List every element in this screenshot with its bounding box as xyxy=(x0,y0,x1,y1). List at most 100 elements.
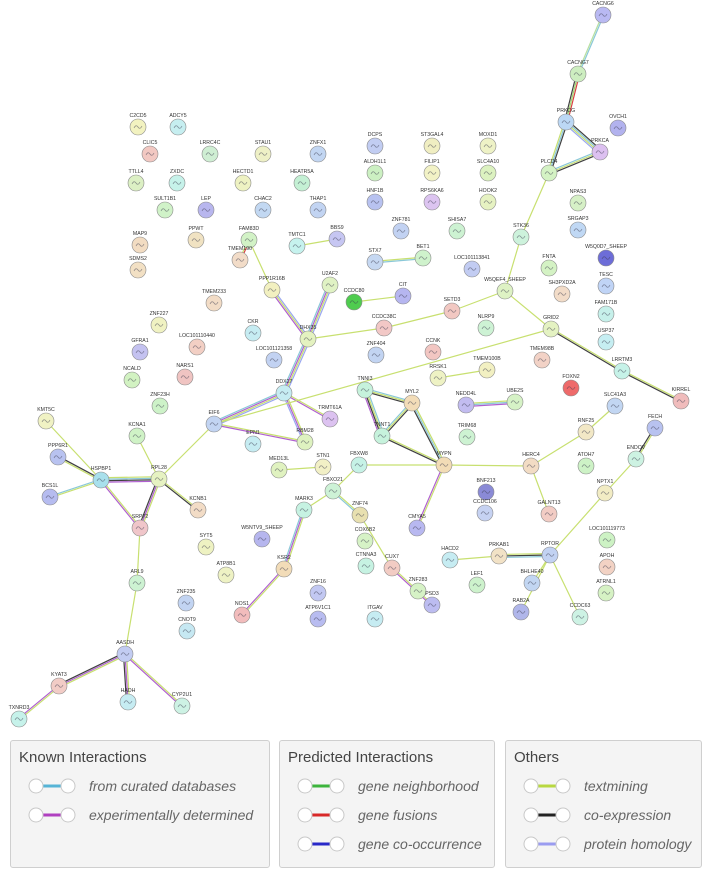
node-LEP[interactable]: LEP xyxy=(197,196,215,219)
node-TRIM68[interactable]: TRIM68 xyxy=(458,423,477,446)
node-CTNNA3[interactable]: CTNNA3 xyxy=(356,552,377,575)
node-RPS6KA6[interactable]: RPS6KA6 xyxy=(420,188,444,211)
node-KCNA1[interactable]: KCNA1 xyxy=(128,422,146,445)
node-CHAC2[interactable]: CHAC2 xyxy=(254,196,272,219)
node-HSPBP1[interactable]: HSPBP1 xyxy=(91,466,112,489)
node-W5QEF4_SHEEP[interactable]: W5QEF4_SHEEP xyxy=(484,277,526,300)
node-PRKCG[interactable]: PRKCG xyxy=(557,108,575,131)
node-ST3GAL4[interactable]: ST3GAL4 xyxy=(421,132,444,155)
node-SLC41A3[interactable]: SLC41A3 xyxy=(604,392,626,415)
node-GFRA1[interactable]: GFRA1 xyxy=(131,338,149,361)
node-PSD3[interactable]: PSD3 xyxy=(423,591,441,614)
node-STAU1[interactable]: STAU1 xyxy=(254,140,272,163)
node-ZNF16[interactable]: ZNF16 xyxy=(309,579,327,602)
node-C2CD5[interactable]: C2CD5 xyxy=(129,113,147,136)
node-ADCY5[interactable]: ADCY5 xyxy=(169,113,187,136)
node-HACD2[interactable]: HACD2 xyxy=(441,546,459,569)
node-LRRC4C[interactable]: LRRC4C xyxy=(200,140,221,163)
node-KYAT3[interactable]: KYAT3 xyxy=(50,672,68,695)
node-U2AF2[interactable]: U2AF2 xyxy=(321,271,339,294)
node-ZNF283[interactable]: ZNF283 xyxy=(409,577,428,600)
node-ITGAV[interactable]: ITGAV xyxy=(366,605,384,628)
node-LOC101113841[interactable]: LOC101113841 xyxy=(454,255,490,278)
node-LRRTM3[interactable]: LRRTM3 xyxy=(612,357,633,380)
node-ZNF235[interactable]: ZNF235 xyxy=(177,589,196,612)
node-FILIP1[interactable]: FILIP1 xyxy=(423,159,441,182)
node-SHISA7[interactable]: SHISA7 xyxy=(448,217,467,240)
node-SRP72[interactable]: SRP72 xyxy=(131,514,149,537)
node-ZNF781[interactable]: ZNF781 xyxy=(392,217,411,240)
node-SDMS2[interactable]: SDMS2 xyxy=(129,256,147,279)
node-EPN1[interactable]: EPN1 xyxy=(244,430,262,453)
node-FAM171B[interactable]: FAM171B xyxy=(595,300,618,323)
node-USP37[interactable]: USP37 xyxy=(597,328,615,351)
node-HERC4[interactable]: HERC4 xyxy=(522,452,540,475)
node-CLIC5[interactable]: CLIC5 xyxy=(141,140,159,163)
node-CCDC63[interactable]: CCDC63 xyxy=(570,603,591,626)
node-SRGAP3[interactable]: SRGAP3 xyxy=(567,216,589,239)
node-NLRP9[interactable]: NLRP9 xyxy=(478,314,495,337)
node-CACNG7[interactable]: CACNG7 xyxy=(567,60,589,83)
node-RAB2A[interactable]: RAB2A xyxy=(512,598,530,621)
node-PRKCA[interactable]: PRKCA xyxy=(591,138,609,161)
node-LOC101119773[interactable]: LOC101119773 xyxy=(589,526,625,549)
node-PRKAB1[interactable]: PRKAB1 xyxy=(489,542,510,565)
node-HEATR5A[interactable]: HEATR5A xyxy=(290,169,314,192)
node-STX7[interactable]: STX7 xyxy=(366,248,384,271)
node-NPAS3[interactable]: NPAS3 xyxy=(570,189,587,212)
node-W5NTV9_SHEEP[interactable]: W5NTV9_SHEEP xyxy=(241,525,283,548)
node-TMEM233[interactable]: TMEM233 xyxy=(202,289,226,312)
node-MOXD1[interactable]: MOXD1 xyxy=(479,132,498,155)
node-CIT[interactable]: CIT xyxy=(394,282,412,305)
node-FECH[interactable]: FECH xyxy=(646,414,664,437)
node-FBXW8[interactable]: FBXW8 xyxy=(350,451,368,474)
node-HNF1B[interactable]: HNF1B xyxy=(366,188,384,211)
node-SLC4A10[interactable]: SLC4A10 xyxy=(477,159,499,182)
node-FAM83D[interactable]: FAM83D xyxy=(239,226,259,249)
node-HECTD1[interactable]: HECTD1 xyxy=(233,169,254,192)
node-STK36[interactable]: STK36 xyxy=(512,223,530,246)
node-CNOT9[interactable]: CNOT9 xyxy=(178,617,196,640)
node-KCNB1[interactable]: KCNB1 xyxy=(189,496,207,519)
node-ATP6V1C1[interactable]: ATP6V1C1 xyxy=(305,605,331,628)
node-APOH[interactable]: APOH xyxy=(598,553,616,576)
node-ATRNL1[interactable]: ATRNL1 xyxy=(596,579,616,602)
node-TESC[interactable]: TESC xyxy=(597,272,615,295)
node-TMEM190[interactable]: TMEM190 xyxy=(228,246,252,269)
node-LEF1[interactable]: LEF1 xyxy=(468,571,486,594)
node-COX6B2[interactable]: COX6B2 xyxy=(355,527,376,550)
node-RBM28[interactable]: RBM28 xyxy=(296,428,314,451)
node-BBS9[interactable]: BBS9 xyxy=(328,225,346,248)
node-DCPS[interactable]: DCPS xyxy=(366,132,384,155)
node-LOC101121358[interactable]: LOC101121358 xyxy=(256,346,292,369)
node-TXNRD3[interactable]: TXNRD3 xyxy=(9,705,30,728)
node-NPTX1[interactable]: NPTX1 xyxy=(597,479,614,502)
node-SULT1B1[interactable]: SULT1B1 xyxy=(154,196,176,219)
node-LOC101110440[interactable]: LOC101110440 xyxy=(179,333,215,356)
node-ATP8B1[interactable]: ATP8B1 xyxy=(217,561,236,584)
node-RPTOR[interactable]: RPTOR xyxy=(541,541,559,564)
node-SYT5[interactable]: SYT5 xyxy=(197,533,215,556)
node-CKR[interactable]: CKR xyxy=(244,319,262,342)
node-STN1[interactable]: STN1 xyxy=(314,453,332,476)
node-DHX35[interactable]: DHX35 xyxy=(300,325,317,348)
node-NEDD4L[interactable]: NEDD4L xyxy=(456,391,477,414)
node-ATOH7[interactable]: ATOH7 xyxy=(578,452,595,475)
node-ZNFX1[interactable]: ZNFX1 xyxy=(309,140,327,163)
node-KIRREL[interactable]: KIRREL xyxy=(672,387,691,410)
node-CYP2U1[interactable]: CYP2U1 xyxy=(172,692,192,715)
node-SETD3[interactable]: SETD3 xyxy=(444,297,461,320)
node-TTLL4[interactable]: TTLL4 xyxy=(127,169,145,192)
node-NARS1[interactable]: NARS1 xyxy=(176,363,194,386)
node-PLCD4[interactable]: PLCD4 xyxy=(541,159,558,182)
node-MED13L[interactable]: MED13L xyxy=(269,456,289,479)
node-BCS1L[interactable]: BCS1L xyxy=(41,483,59,506)
node-PPWT[interactable]: PPWT xyxy=(187,226,204,249)
node-KMT5C[interactable]: KMT5C xyxy=(37,407,55,430)
node-TMTC1[interactable]: TMTC1 xyxy=(288,232,306,255)
node-BNF213[interactable]: BNF213 xyxy=(476,478,496,501)
node-W5Q0D7_SHEEP[interactable]: W5Q0D7_SHEEP xyxy=(585,244,627,267)
node-BET1[interactable]: BET1 xyxy=(414,244,432,267)
node-RNF25[interactable]: RNF25 xyxy=(577,418,595,441)
node-CCDC38C[interactable]: CCDC38C xyxy=(372,314,397,337)
